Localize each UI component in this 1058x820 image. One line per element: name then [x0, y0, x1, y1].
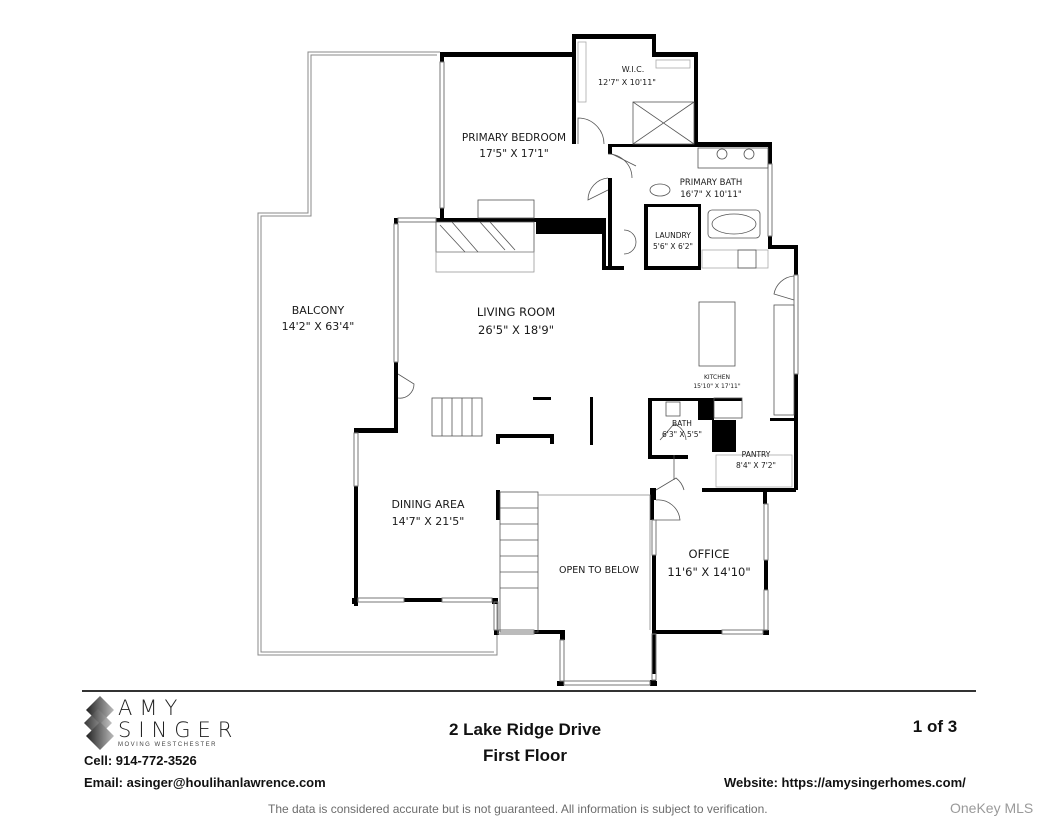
agent-email: Email: asinger@houlihanlawrence.com [84, 775, 326, 790]
room-pantry-name: PANTRY [742, 450, 771, 459]
floor-plan: PRIMARY BEDROOM 17'5" X 17'1" W.I.C. 12'… [257, 34, 799, 686]
room-kitchen-dims: 15'10" X 17'11" [693, 383, 741, 390]
room-primary-bath-dims: 16'7" X 10'11" [680, 190, 742, 200]
room-pantry-dims: 8'4" X 7'2" [736, 461, 776, 470]
room-dining-area-dims: 14'7" X 21'5" [392, 515, 465, 528]
room-bath-name: BATH [672, 419, 692, 428]
brand-last-name: SINGER [118, 718, 240, 742]
brand-tagline: MOVING WESTCHESTER [118, 742, 218, 748]
room-bath-dims: 6'3" X 5'5" [662, 430, 702, 439]
balcony-outline [257, 51, 498, 656]
brand-name: AMY SINGER [118, 697, 239, 741]
room-primary-bath-name: PRIMARY BATH [680, 178, 743, 188]
room-balcony-name: BALCONY [292, 304, 345, 317]
room-living-room-name: LIVING ROOM [477, 305, 555, 319]
room-office-name: OFFICE [689, 547, 730, 561]
room-living-room-dims: 26'5" X 18'9" [478, 323, 554, 337]
room-wic-dims: 12'7" X 10'11" [598, 78, 656, 87]
brand-first-name: AMY [118, 696, 185, 720]
page-indicator: 1 of 3 [912, 717, 958, 736]
windows [353, 61, 799, 686]
agent-website: Website: https://amysingerhomes.com/ [724, 775, 966, 790]
room-balcony-dims: 14'2" X 63'4" [282, 320, 355, 333]
room-office-dims: 11'6" X 14'10" [667, 565, 750, 579]
room-primary-bedroom-name: PRIMARY BEDROOM [462, 132, 566, 144]
disclaimer-text: The data is considered accurate but is n… [268, 802, 768, 816]
room-open-to-below-name: OPEN TO BELOW [559, 565, 640, 576]
fixtures [431, 41, 795, 633]
property-address: 2 Lake Ridge Drive [448, 720, 602, 739]
agent-cell-phone: Cell: 914-772-3526 [84, 753, 197, 768]
room-laundry-dims: 5'6" X 6'2" [653, 242, 693, 251]
brand-logo-icon [84, 696, 114, 750]
room-wic-name: W.I.C. [622, 65, 645, 74]
footer-divider [82, 690, 976, 692]
floor-name: First Floor [482, 746, 568, 765]
room-kitchen-name: KITCHEN [704, 374, 730, 381]
walls [352, 34, 798, 686]
doors [397, 117, 795, 521]
room-labels: PRIMARY BEDROOM 17'5" X 17'1" W.I.C. 12'… [282, 65, 776, 579]
room-dining-area-name: DINING AREA [391, 498, 465, 511]
room-laundry-name: LAUNDRY [655, 231, 691, 240]
property-address-block: 2 Lake Ridge Drive First Floor [400, 717, 650, 769]
room-primary-bedroom-dims: 17'5" X 17'1" [479, 148, 548, 160]
mls-watermark: OneKey MLS [950, 800, 1034, 816]
